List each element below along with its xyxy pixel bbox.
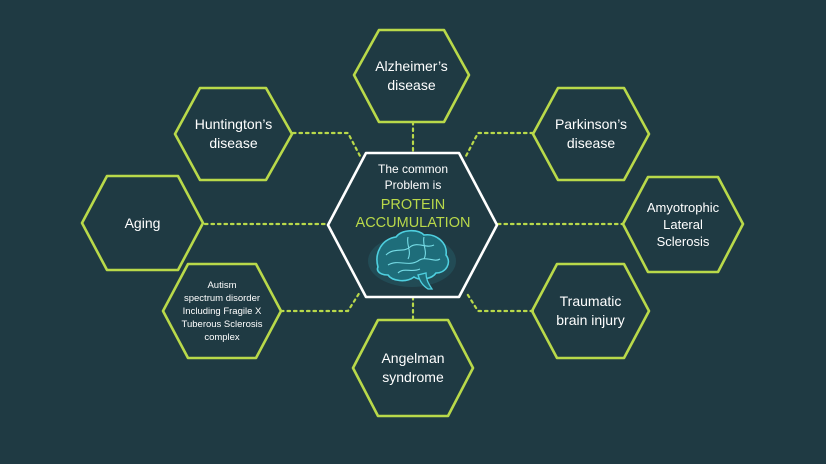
autism-label-line2: spectrum disorder <box>183 292 261 304</box>
hexagon-huntingtons <box>173 86 294 182</box>
autism-label-line1: Autism <box>207 279 237 291</box>
hexagon-parkinsons <box>531 86 651 182</box>
connector-huntingtons <box>291 131 362 158</box>
als-label-line1: Amyotrophic <box>646 200 720 215</box>
hexagon-center <box>326 151 499 299</box>
node-als: Amyotrophic Lateral Sclerosis <box>623 177 743 272</box>
alzheimers-label-line1: Alzheimer’s <box>375 58 448 74</box>
node-alzheimers: Alzheimer’s disease <box>354 30 469 122</box>
hexagon-angelman <box>351 318 475 418</box>
node-aging: Aging <box>82 176 203 270</box>
node-huntingtons: Huntington’s disease <box>175 88 292 180</box>
node-parkinsons: Parkinson’s disease <box>533 88 649 180</box>
tbi-label-line2: brain injury <box>556 312 625 328</box>
center-highlight-line2: ACCUMULATION <box>355 214 471 231</box>
node-autism: Autism spectrum disorder Including Fragi… <box>163 264 281 358</box>
hexagon-aging <box>80 174 205 272</box>
autism-label-line5: complex <box>204 331 240 343</box>
hexagon-tbi <box>530 262 651 360</box>
huntingtons-label-line2: disease <box>209 135 258 151</box>
parkinsons-label-line2: disease <box>566 135 616 151</box>
autism-label-line4: Tuberous Sclerosis <box>181 318 263 330</box>
alzheimers-label-line2: disease <box>387 77 436 93</box>
connector-parkinsons <box>464 131 535 158</box>
als-label-line2: Lateral <box>663 217 703 232</box>
connector-tbi <box>464 290 535 313</box>
node-center: The common Problem is PROTEIN ACCUMULATI… <box>346 157 480 235</box>
center-label-line2: Problem is <box>384 177 442 192</box>
huntingtons-label-line1: Huntington’s <box>194 116 273 132</box>
aging-label-line1: Aging <box>124 214 161 231</box>
connector-autism <box>279 290 362 313</box>
center-highlight-line1: PROTEIN <box>380 196 446 213</box>
angelman-label-line2: syndrome <box>382 369 444 385</box>
hexagon-alzheimers <box>352 28 471 124</box>
angelman-label-line1: Angelman <box>381 350 445 366</box>
hexagon-autism <box>161 262 283 360</box>
als-label-line3: Sclerosis <box>656 234 710 249</box>
tbi-label-line1: Traumatic <box>559 293 622 309</box>
node-tbi: Traumatic brain injury <box>532 264 649 358</box>
parkinsons-label-line1: Parkinson’s <box>554 116 628 132</box>
brain-icon <box>368 229 456 290</box>
autism-label-line3: Including Fragile X <box>182 305 262 317</box>
node-angelman: Angelman syndrome <box>353 320 473 416</box>
center-label-line1: The common <box>377 161 449 176</box>
hexagon-als <box>621 175 745 274</box>
